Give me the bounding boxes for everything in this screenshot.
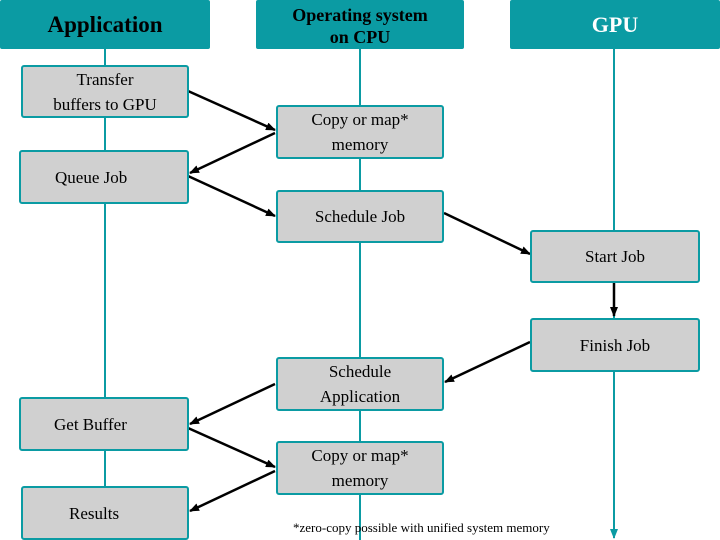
step-get-buffer: Get Buffer	[19, 397, 189, 451]
arrow-scheduleapp-to-getbuffer	[189, 382, 276, 426]
arrow-getbuffer-to-copy	[187, 426, 276, 469]
arrow-copy-to-queue	[189, 131, 276, 175]
lane-title-os: Operating system on CPU	[292, 4, 428, 47]
step-copy-map-memory-1: Copy or map* memory	[276, 105, 444, 159]
footnote: *zero-copy possible with unified system …	[293, 520, 550, 535]
step-schedule-job: Schedule Job	[276, 190, 444, 243]
arrow-finish-to-scheduleapp	[444, 340, 531, 384]
lane-header-gpu: GPU	[510, 0, 720, 49]
lane-line-application	[104, 49, 106, 540]
arrow-copy-to-results	[189, 469, 276, 513]
lane-header-os: Operating system on CPU	[256, 0, 464, 49]
step-start-job: Start Job	[530, 230, 700, 283]
step-transfer-buffers: Transfer buffers to GPU	[21, 65, 189, 118]
lane-title-gpu: GPU	[591, 11, 639, 37]
step-results: Results	[21, 486, 189, 540]
step-schedule-application: Schedule Application	[276, 357, 444, 411]
step-copy-map-memory-2: Copy or map* memory	[276, 441, 444, 495]
step-queue-job: Queue Job	[19, 150, 189, 204]
arrow-schedule-to-start	[443, 211, 531, 256]
lane-line-os	[359, 49, 361, 540]
step-finish-job: Finish Job	[530, 318, 700, 372]
lane-header-application: Application	[0, 0, 210, 49]
arrow-transfer-to-copy	[187, 89, 276, 132]
arrow-queue-to-schedule	[187, 174, 276, 218]
lane-title-application: Application	[47, 11, 163, 37]
